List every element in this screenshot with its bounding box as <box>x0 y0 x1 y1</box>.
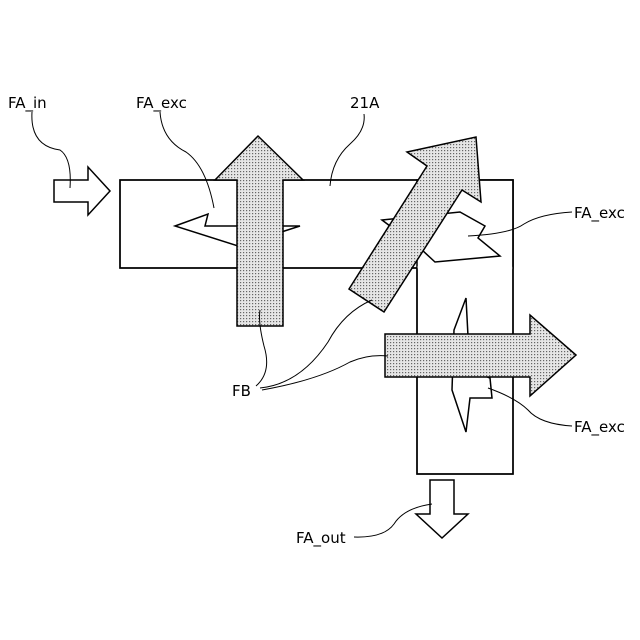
fb-leader-horizontal <box>262 356 388 390</box>
fa-in-leader <box>32 112 70 188</box>
fa-exc-right-lower-label: FA_exc <box>574 418 625 437</box>
fa-out-leader <box>354 504 432 537</box>
ref-21a-leader <box>330 114 364 186</box>
fb-label: FB <box>232 382 251 400</box>
fa-in-label: FA_in <box>8 94 47 113</box>
fa-out-label: FA_out <box>296 529 346 548</box>
fa-out-arrow <box>416 480 468 538</box>
fa-in-arrow <box>54 167 110 215</box>
fa-exc-right-upper-label: FA_exc <box>574 204 625 223</box>
ref-21a-label: 21A <box>350 94 380 112</box>
fa-exc-top-label: FA_exc <box>136 94 187 113</box>
